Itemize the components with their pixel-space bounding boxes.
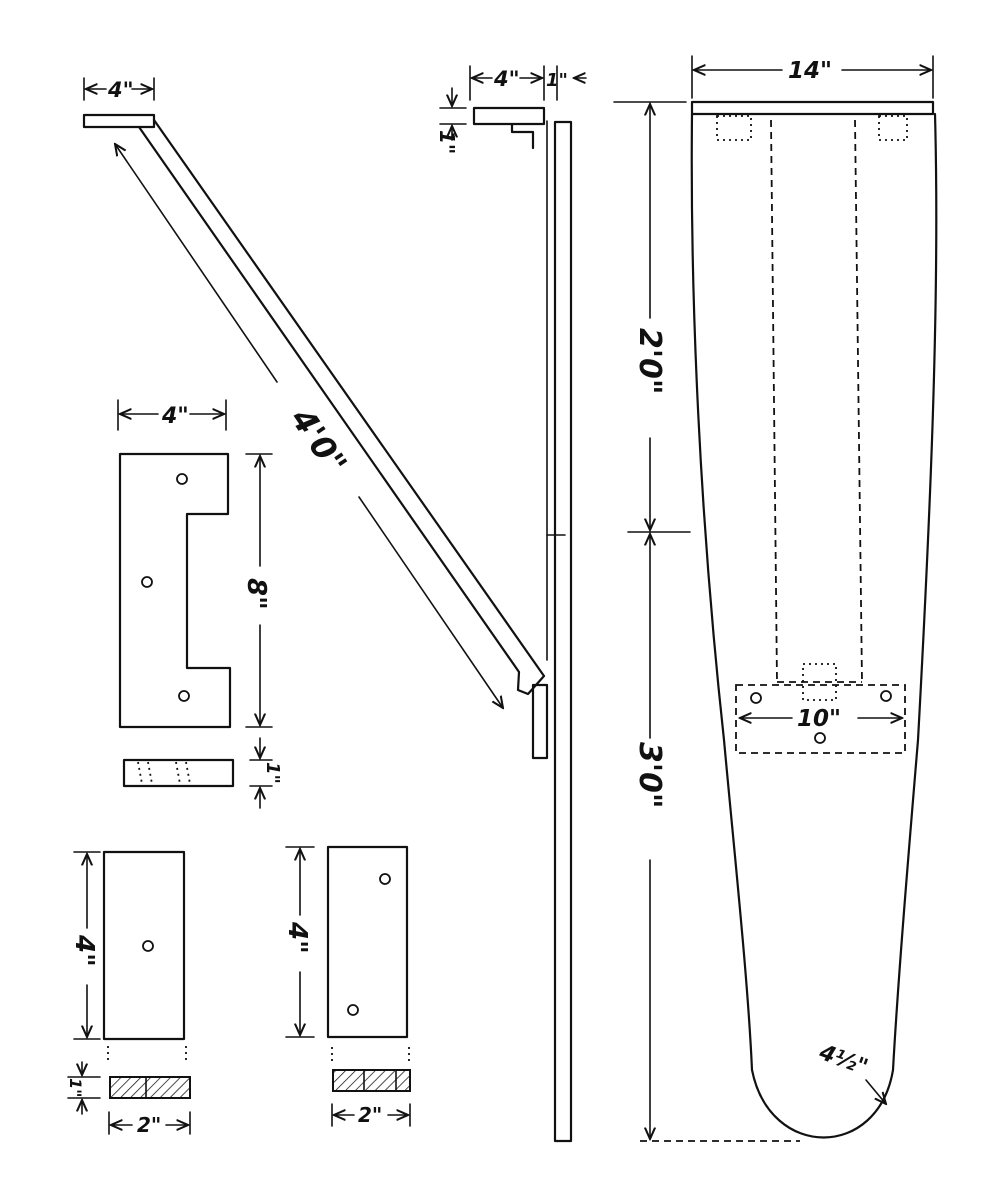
bracket-view: 4" 8" 1": [117, 399, 283, 809]
arm-top-width-label: 4": [107, 78, 134, 102]
block-a-thickness-label: 1": [66, 1078, 85, 1097]
block-a-height-label: 4": [69, 934, 99, 967]
board-peg-right: [878, 115, 908, 141]
block-a-view: 4" 1" 2": [66, 850, 191, 1137]
block-b-view: 4" 2": [282, 845, 411, 1127]
board-plate-hole-left: [750, 692, 762, 704]
board-plan-view: 14" 2'0" 3'0" 10" 4½": [613, 55, 938, 1142]
side-lower-block: [531, 683, 549, 760]
side-post: [553, 120, 573, 1143]
board-lower-length-label: 3'0": [632, 742, 667, 809]
board-center-strip-right: [854, 119, 863, 683]
board-center-strip-left: [770, 119, 778, 683]
block-a-face: [102, 850, 186, 1041]
arm-top-cap: [82, 113, 156, 129]
bracket-height-label: 8": [241, 578, 271, 610]
bracket-hole-top: [176, 473, 188, 485]
block-b-hole-bottom: [347, 1004, 359, 1016]
board-top-rail: [690, 100, 935, 116]
block-a-hole: [142, 940, 154, 952]
board-peg-left: [716, 115, 752, 141]
bracket-width-label: 4": [161, 404, 189, 429]
board-mount-block: [802, 663, 837, 701]
block-a-width-label: 2": [137, 1113, 161, 1137]
block-b-face: [326, 845, 409, 1039]
block-b-hole-top: [379, 873, 391, 885]
board-mount-plate: [735, 684, 906, 754]
side-top-thickness-label: 1": [435, 130, 459, 154]
side-top-cap: [472, 106, 546, 150]
bracket-edge-view: [122, 758, 235, 788]
board-plate-width-label: 10": [797, 706, 841, 732]
board-outline: [690, 112, 938, 1139]
arm-body: [137, 118, 546, 696]
arm-length-label: 4'0": [283, 400, 355, 481]
bracket-hole-middle: [141, 576, 153, 588]
bracket-outline: [118, 452, 232, 729]
block-b-width-label: 2": [358, 1103, 382, 1127]
board-plate-hole-center: [814, 732, 826, 744]
side-top-width-label: 4": [493, 67, 520, 91]
block-a-edge: [109, 1076, 191, 1099]
block-b-edge: [332, 1069, 411, 1092]
board-upper-length-label: 2'0": [632, 328, 667, 395]
board-tip-radius-label: 4½": [815, 1040, 871, 1081]
bracket-thickness-label: 1": [262, 762, 283, 784]
bracket-hole-bottom: [178, 690, 190, 702]
block-b-height-label: 4": [282, 921, 312, 954]
side-elevation-view: 4" 1" 1": [435, 65, 587, 1143]
board-plate-hole-right: [880, 690, 892, 702]
side-gap-label: 1": [546, 70, 568, 91]
diagonal-arm-view: 4" 4'0": [82, 77, 546, 708]
board-width-label: 14": [788, 58, 832, 84]
